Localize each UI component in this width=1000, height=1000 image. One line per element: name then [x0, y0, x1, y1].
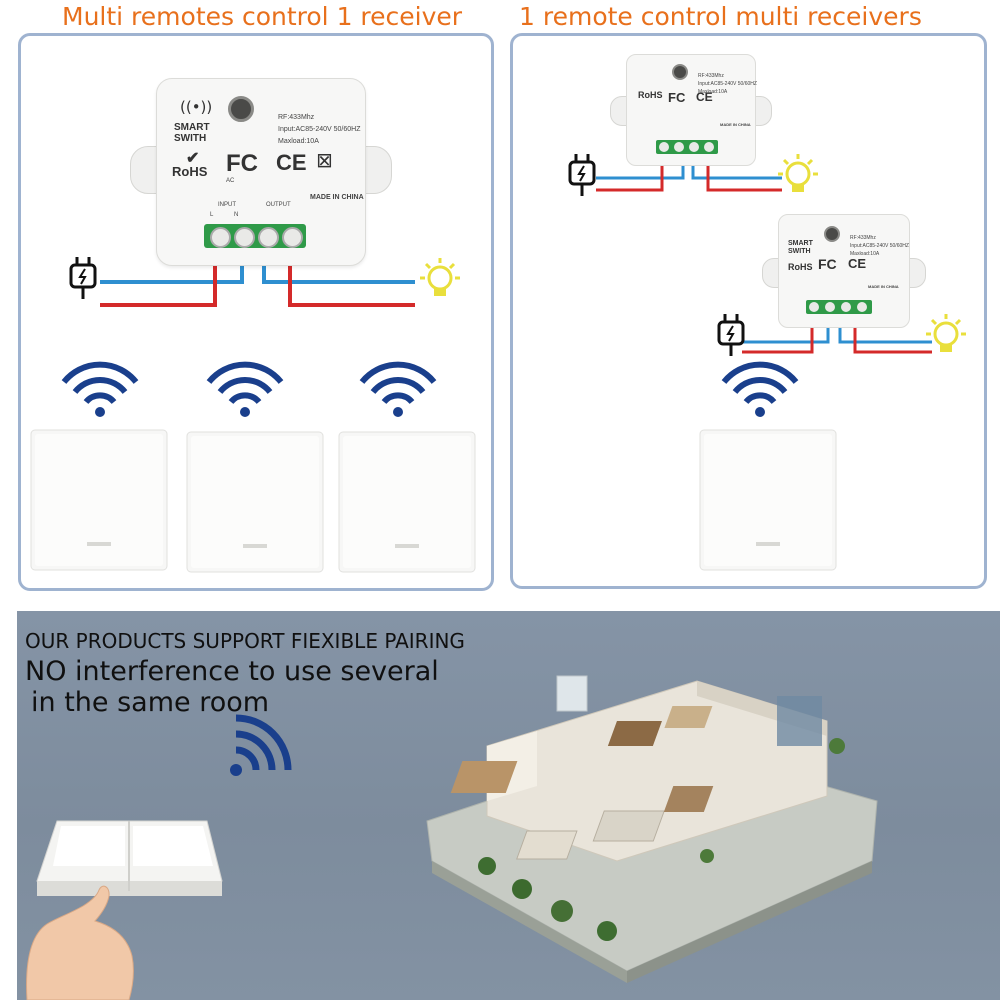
made-in-label: MADE IN CHINA [720, 122, 751, 127]
output-label: OUTPUT [266, 202, 291, 208]
product-label: SMART [788, 240, 813, 247]
spec-load: Maxload:10A [698, 89, 728, 95]
interference-text: NO interference to use several [25, 656, 439, 687]
fc-mark: FC [818, 256, 837, 272]
same-room-text: in the same room [31, 687, 270, 718]
ce-mark: CE [276, 150, 307, 175]
fc-mark: FC [668, 90, 686, 105]
left-panel-title: Multi remotes control 1 receiver [62, 2, 463, 31]
receiver-module-small-2: SMART SWITH RF:433Mhz Input:AC85-240V 50… [762, 214, 926, 328]
double-wall-switch [26, 820, 223, 1000]
product-label-2: SWITH [174, 133, 207, 144]
spec-load: Maxload:10A [850, 251, 880, 257]
receiver-module-small-1: RF:433Mhz Input:AC85-240V 50/60HZ Maxloa… [610, 54, 772, 166]
house-scene-banner: OUR PRODUCTS SUPPORT FIEXIBLE PAIRING NO… [17, 611, 1000, 1000]
fc-mark: FC [226, 150, 258, 177]
terminal-block [806, 300, 872, 314]
right-panel-title: 1 remote control multi receivers [519, 2, 922, 31]
spec-rf: RF:433Mhz [850, 235, 876, 241]
pairing-headline: OUR PRODUCTS SUPPORT FIEXIBLE PAIRING [25, 629, 465, 653]
terminal-label-l: L [210, 212, 214, 218]
terminal-block [204, 224, 306, 248]
spec-load: Maxload:10A [278, 138, 319, 145]
ce-mark: CE [848, 256, 867, 271]
wifi-icon: ((•)) [180, 98, 213, 116]
ce-mark: CE [696, 90, 713, 104]
recycle-bin-icon: ⊠ [316, 148, 333, 172]
spec-input: Input:AC85-240V 50/60HZ [698, 81, 757, 87]
checkmark-icon: ✔ [186, 150, 200, 167]
made-in-label: MADE IN CHINA [868, 284, 899, 289]
spec-rf: RF:433Mhz [698, 73, 724, 79]
receiver-module-main: ((•)) SMART SWITH RF:433Mhz Input:AC85-2… [130, 78, 392, 268]
product-label-2: SWITH [788, 248, 811, 255]
product-label: SMART [174, 122, 210, 133]
spec-input: Input:AC85-240V 50/60HZ [278, 126, 361, 133]
ac-label: AC [226, 178, 235, 184]
input-label: INPUT [218, 202, 236, 208]
terminal-block [656, 140, 718, 154]
wifi-icon [230, 714, 292, 776]
terminal-label-n: N [234, 212, 239, 218]
made-in-label: MADE IN CHINA [310, 194, 364, 201]
rohs-mark: RoHS [172, 164, 208, 179]
spec-input: Input:AC85-240V 50/60HZ [850, 243, 909, 249]
spec-rf: RF:433Mhz [278, 114, 315, 121]
house-scene-illustration [426, 675, 878, 983]
rohs-mark: RoHS [638, 90, 663, 100]
rohs-mark: RoHS [788, 262, 813, 272]
